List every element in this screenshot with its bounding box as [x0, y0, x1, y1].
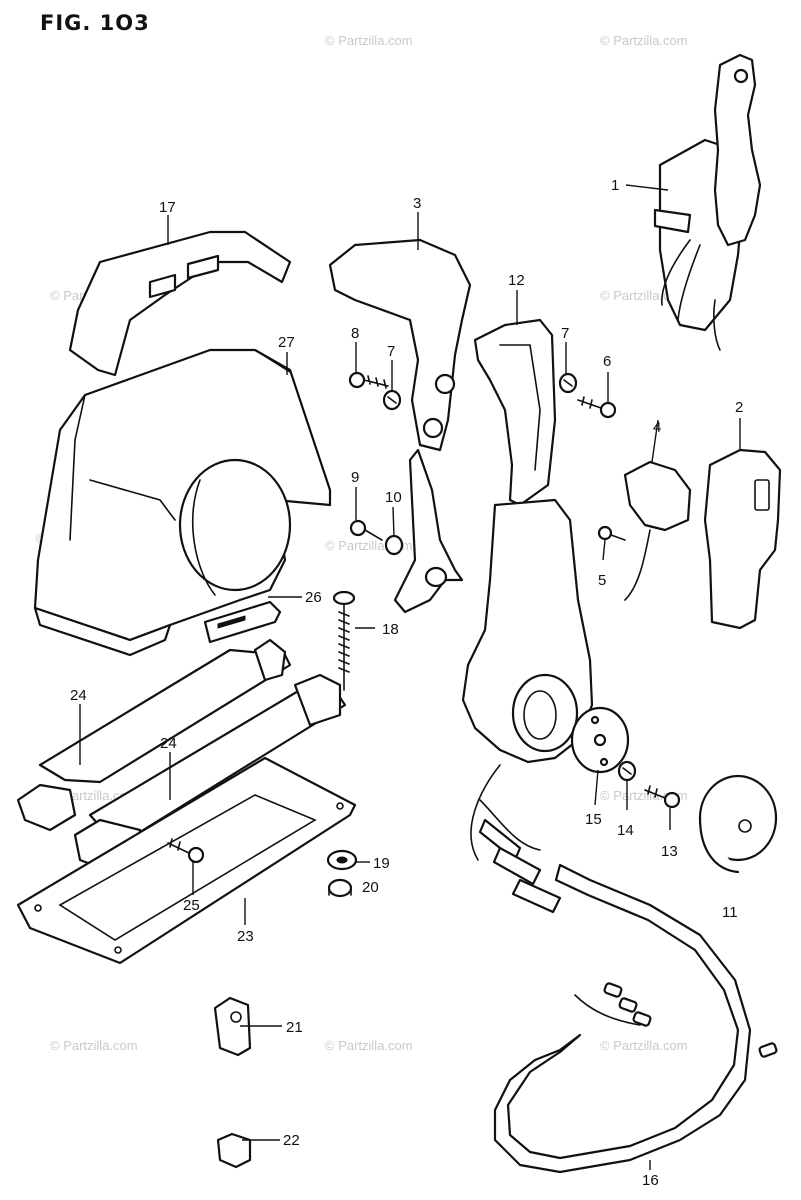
- callout-12: 12: [508, 272, 525, 289]
- callout-10: 10: [385, 489, 402, 506]
- part-7-washer[interactable]: [382, 389, 402, 411]
- part-3-handle-cover[interactable]: [328, 238, 472, 614]
- callout-2: 2: [735, 399, 743, 416]
- callout-17: 17: [159, 199, 176, 216]
- part-18-long-bolt[interactable]: [332, 590, 356, 691]
- part-22-clamp[interactable]: [216, 1132, 252, 1169]
- callout-9: 9: [351, 469, 359, 486]
- callout-23: 23: [237, 928, 254, 945]
- callout-18: 18: [382, 621, 399, 638]
- watermark: © Partzilla.com: [325, 1038, 413, 1053]
- callout-21: 21: [286, 1019, 303, 1036]
- callout-26: 26: [305, 589, 322, 606]
- callout-27: 27: [278, 334, 295, 351]
- callout-4: 4: [653, 419, 661, 436]
- callout-11: 11: [722, 904, 738, 921]
- watermark: © Partzilla.com: [600, 1038, 688, 1053]
- part-17-cover[interactable]: [68, 230, 292, 377]
- part-15-plate[interactable]: [570, 706, 630, 774]
- watermark: © Partzilla.com: [325, 33, 413, 48]
- part-4-switch[interactable]: [623, 460, 692, 601]
- figure-title: FIG. 1O3: [40, 11, 150, 35]
- callout-13: 13: [661, 843, 678, 860]
- part-9-bolt[interactable]: [349, 519, 383, 541]
- callout-22: 22: [283, 1132, 300, 1149]
- part-6-screw[interactable]: [577, 396, 617, 419]
- part-10-washer[interactable]: [384, 534, 404, 556]
- part-20-nut[interactable]: [327, 878, 353, 898]
- callout-5: 5: [598, 572, 606, 589]
- callout-6: 6: [603, 353, 611, 370]
- callout-25: 25: [183, 897, 200, 914]
- part-25-screw[interactable]: [167, 838, 205, 864]
- part-16-harness[interactable]: [478, 818, 778, 1174]
- part-21-clip[interactable]: [213, 996, 252, 1057]
- part-13-cap[interactable]: [698, 774, 778, 874]
- part-14-washer[interactable]: [617, 760, 637, 782]
- part-1-remote-control-assy[interactable]: [653, 53, 762, 351]
- callout-15: 15: [585, 811, 602, 828]
- part-8-bolt[interactable]: [348, 371, 389, 389]
- part-11-arm[interactable]: [461, 498, 594, 861]
- callout-24: 24: [70, 687, 87, 704]
- part-27-housing[interactable]: [33, 348, 332, 657]
- watermark: © Partzilla.com: [50, 1038, 138, 1053]
- callout-7: 7: [387, 343, 395, 360]
- part-19-washer[interactable]: [326, 849, 358, 871]
- part-7-washer[interactable]: [558, 372, 578, 394]
- watermark: © Partzilla.com: [600, 33, 688, 48]
- part-26-plate[interactable]: [203, 600, 282, 644]
- callout-8: 8: [351, 325, 359, 342]
- callout-labels: 1 2 3 4 5 6 7 7 8 9 10 11 12 13 14 15 16…: [70, 177, 743, 1189]
- leader-lines: [79, 184, 741, 1170]
- callout-14: 14: [617, 822, 634, 839]
- part-24-bracket-upper[interactable]: [16, 638, 292, 832]
- callout-24: 24: [160, 735, 177, 752]
- part-13-screw[interactable]: [644, 785, 681, 809]
- callout-7: 7: [561, 325, 569, 342]
- callout-3: 3: [413, 195, 421, 212]
- part-2-knob[interactable]: [703, 448, 782, 630]
- callout-19: 19: [373, 855, 390, 872]
- part-5-screw[interactable]: [597, 525, 626, 541]
- callout-1: 1: [611, 177, 619, 194]
- callout-20: 20: [362, 879, 379, 896]
- callout-16: 16: [642, 1172, 659, 1189]
- part-12-lever[interactable]: [473, 318, 557, 507]
- part-23-base-plate[interactable]: [16, 756, 357, 965]
